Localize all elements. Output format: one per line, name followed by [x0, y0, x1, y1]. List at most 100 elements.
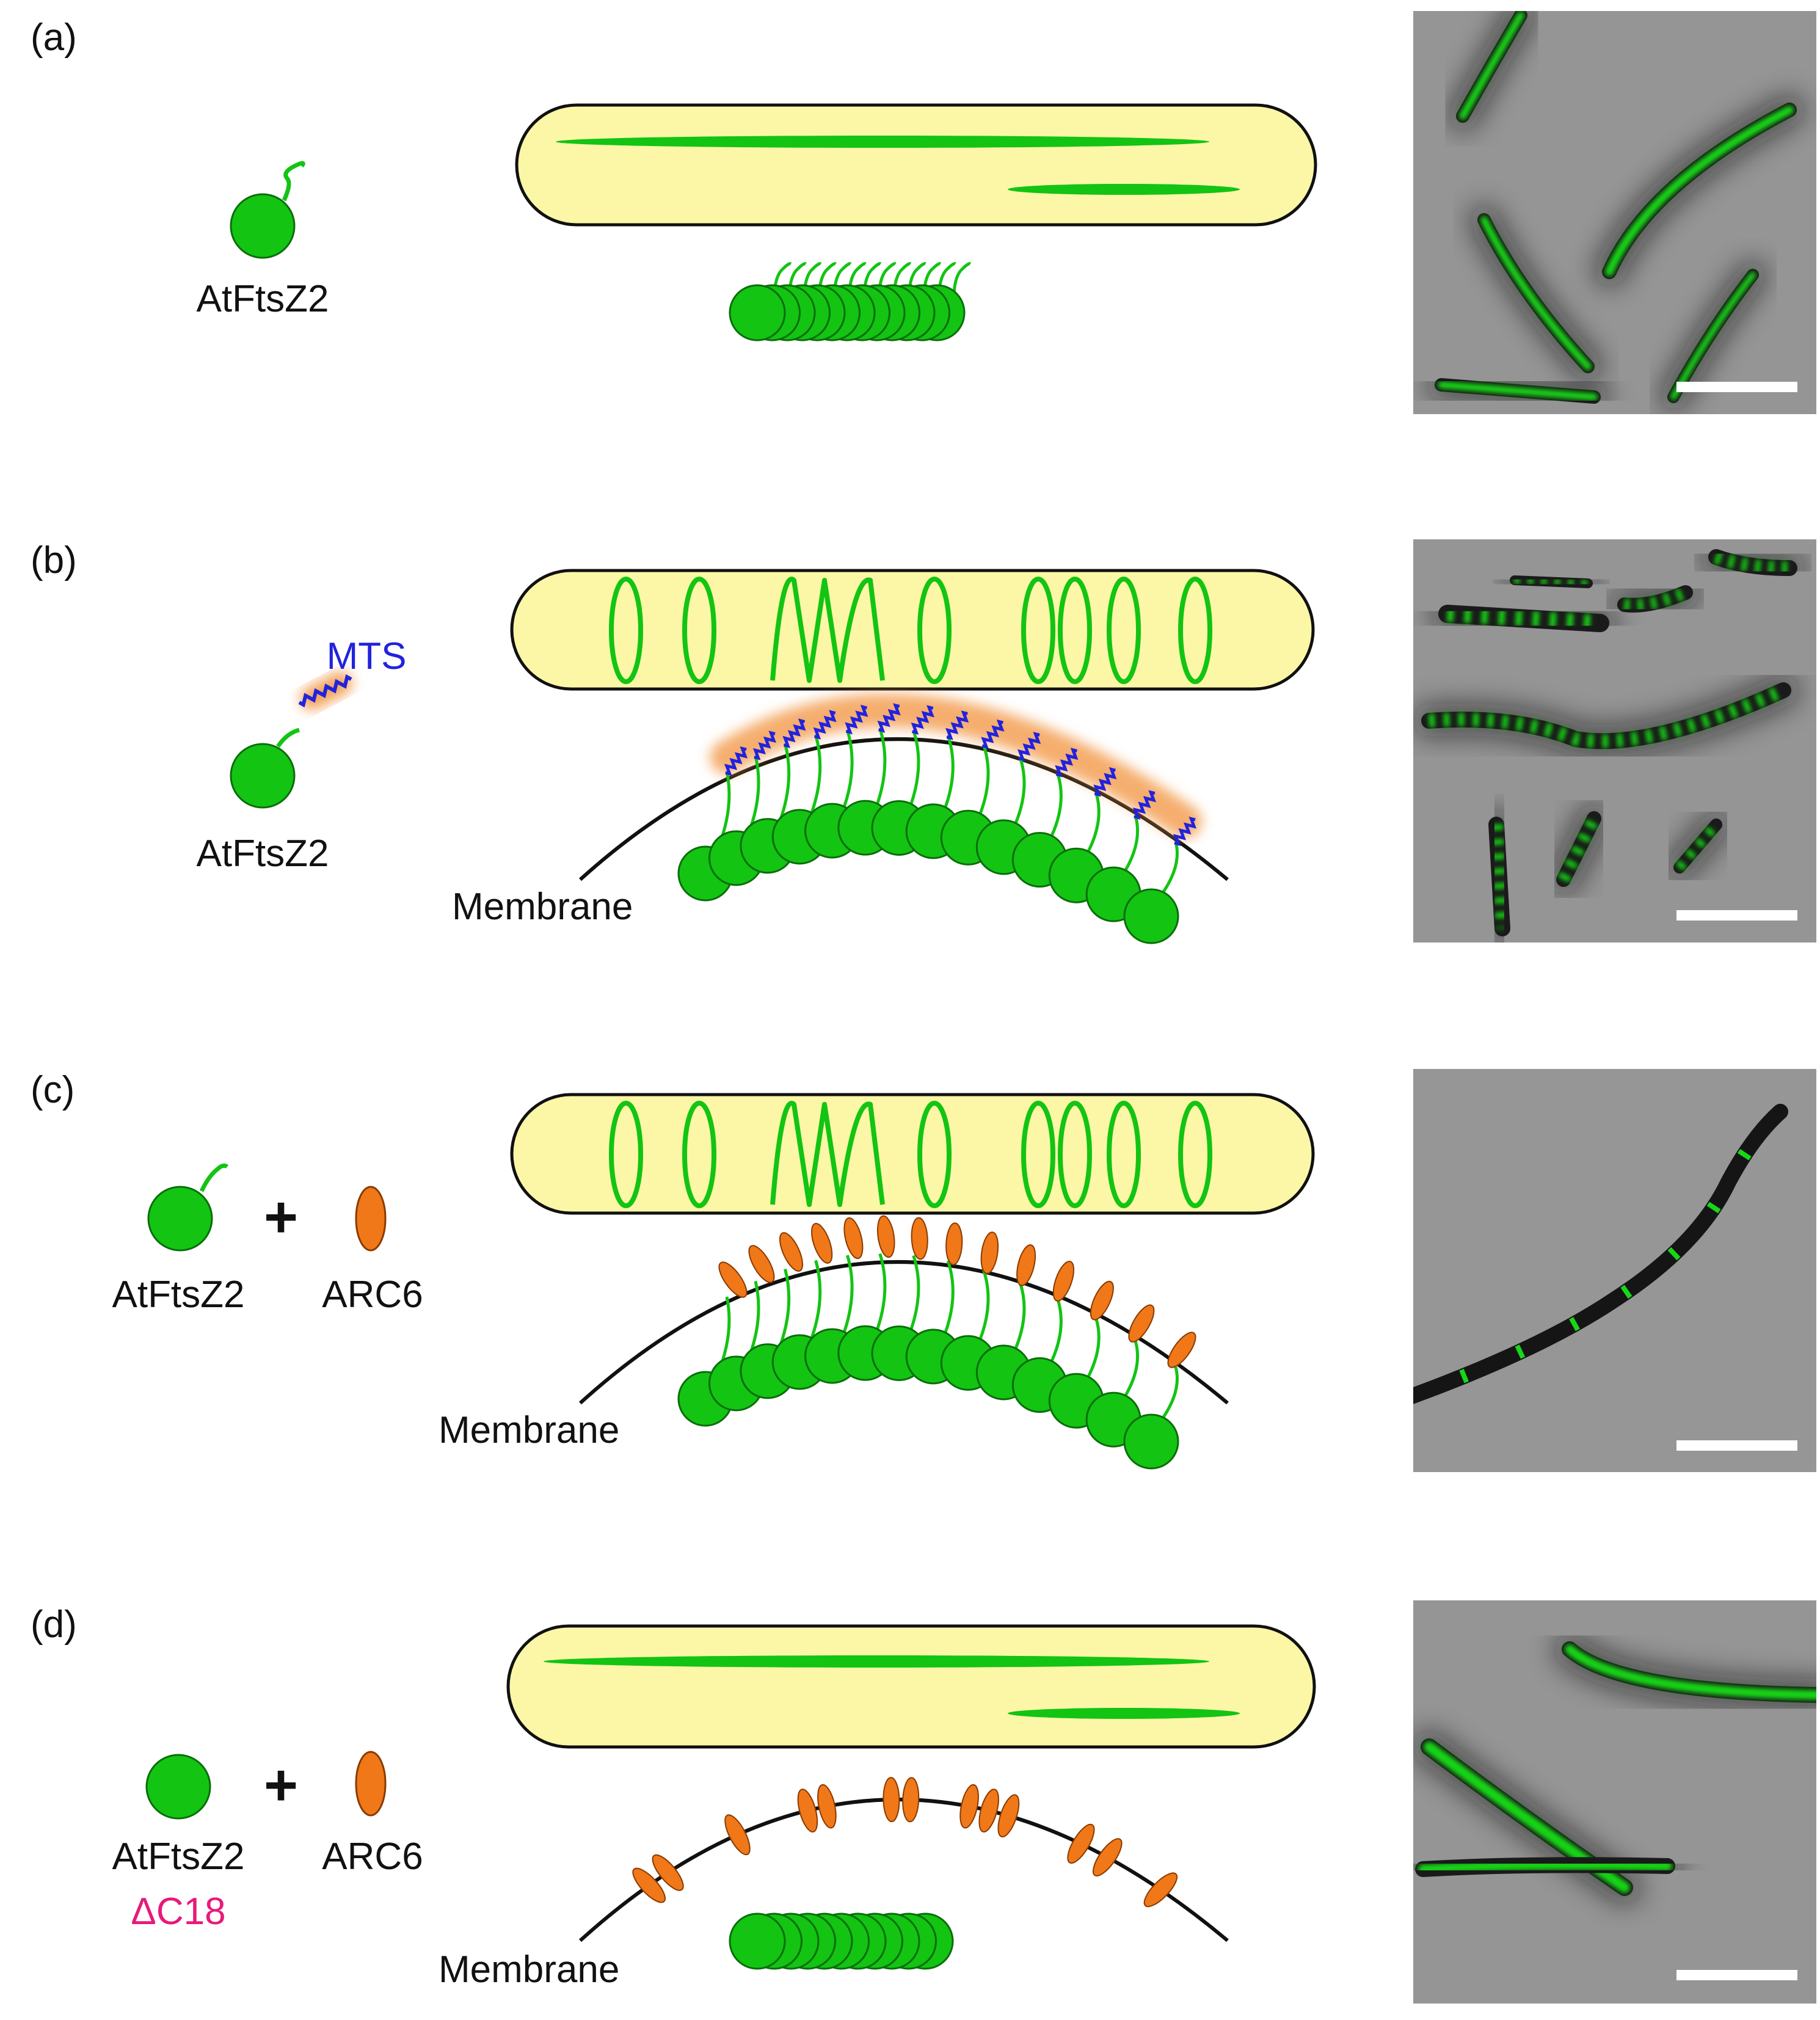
arc6-ellipse-icon	[355, 1751, 387, 1817]
ftsz-tail	[1124, 1340, 1140, 1396]
bacterium-fluor	[1459, 12, 1524, 120]
panel-label: (c)	[31, 1069, 75, 1111]
ftsz-tail	[1087, 792, 1101, 852]
mts-segment	[1173, 816, 1197, 847]
micrograph-a	[1413, 11, 1816, 414]
arc6-protein	[817, 1784, 837, 1829]
plus-sign: +	[264, 1184, 298, 1250]
arc6-protein	[1143, 1872, 1178, 1908]
arc6-protein	[632, 1867, 666, 1903]
ftsz-tail	[922, 262, 942, 294]
arc6-on-membrane	[632, 1777, 1178, 1908]
ftsz-tail	[1162, 841, 1179, 893]
ftsz-polymer-membrane	[677, 693, 1202, 944]
ftsz-monomer	[729, 284, 786, 341]
ftsz-monomer-icon	[230, 161, 305, 259]
ftsz-ring	[609, 577, 643, 684]
cell	[510, 1093, 1315, 1215]
membrane-label: Membrane	[452, 886, 633, 928]
scale-bar	[1676, 1440, 1797, 1451]
ftsz-monomer-icon	[147, 1163, 229, 1252]
arc6-protein	[959, 1784, 979, 1829]
cell	[506, 1624, 1316, 1749]
arc6-protein	[718, 1261, 748, 1298]
arc6-protein	[1167, 1332, 1196, 1368]
ftsz-polymer	[729, 262, 972, 341]
arc6-protein	[748, 1245, 775, 1283]
panel-b: (b) MTS AtFtsZ2 Membrane	[31, 539, 1315, 944]
ftsz-filament	[556, 136, 1209, 148]
deletion-label: ΔC18	[131, 1891, 225, 1933]
panel-c: (c) + AtFtsZ2 ARC6 Membrane	[31, 1069, 1315, 1470]
arc6-protein	[724, 1814, 751, 1856]
ftsz-tail	[803, 262, 822, 294]
ftsz-tail	[1014, 756, 1026, 823]
ftsz-ring	[682, 1101, 716, 1208]
ftsz-tail	[1050, 1297, 1063, 1362]
mts-segment	[945, 710, 969, 740]
arc6-protein	[811, 1223, 833, 1264]
ftsz-ring	[609, 1101, 643, 1208]
bacterium-fluor	[1418, 1860, 1672, 1874]
ftsz-helix	[770, 1101, 885, 1207]
mts-segment	[981, 719, 1005, 749]
mts-segment	[1093, 767, 1117, 797]
cell	[515, 103, 1317, 227]
arc6-protein	[1092, 1838, 1123, 1876]
membrane-label: Membrane	[439, 1409, 619, 1451]
membrane	[578, 737, 1229, 881]
bacterium-fluor	[1605, 106, 1794, 276]
arc6-protein	[1067, 1823, 1095, 1864]
scale-bar	[1676, 382, 1797, 392]
ftsz-ring	[1021, 1101, 1055, 1208]
ftsz-tail	[1087, 1317, 1101, 1377]
ftsz-ring	[1178, 1101, 1212, 1208]
ftsz-filament	[1008, 1708, 1240, 1719]
mts-segment	[724, 746, 748, 776]
bacterium	[1421, 682, 1791, 749]
ftsz-monomer-icon	[145, 1754, 211, 1820]
arc6-protein	[652, 1854, 684, 1891]
mts-segment	[911, 705, 934, 735]
ftsz-tail	[1124, 815, 1140, 871]
ftsz-monomer	[1123, 1413, 1179, 1470]
bacterium	[1413, 1104, 1788, 1404]
panel-a: (a) AtFtsZ2	[31, 16, 1317, 341]
bacterium	[1438, 605, 1609, 632]
ftsz-tail	[876, 1253, 887, 1329]
mts-segment	[1017, 732, 1041, 762]
ftsz-tail	[810, 1260, 822, 1338]
ftsz-ring	[1021, 577, 1055, 684]
bacterium-fluor	[1480, 216, 1592, 370]
arc6-protein	[902, 1777, 920, 1823]
ftsz-ring	[1107, 577, 1141, 684]
arc6-protein	[911, 1217, 928, 1260]
ftsz-ring	[1107, 1101, 1141, 1208]
ftsz-tail	[862, 262, 882, 294]
mts-label: MTS	[327, 635, 407, 677]
ftsz-rings	[609, 1101, 1212, 1208]
ftsz-tail	[832, 262, 852, 294]
ftsz-monomer	[1123, 888, 1179, 944]
plus-sign: +	[264, 1752, 298, 1818]
scale-bar	[1676, 910, 1797, 921]
ftsz-ring	[917, 1101, 952, 1208]
arc6-protein	[876, 1215, 895, 1258]
mts-segment	[782, 718, 806, 748]
arc6-protein	[1016, 1244, 1036, 1286]
ftsz-tail	[1162, 1366, 1179, 1418]
protein-label: AtFtsZ2	[196, 278, 329, 320]
ftsz-polymer-arc6	[677, 1215, 1196, 1470]
ftsz-tail	[778, 743, 791, 822]
micrograph-b	[1413, 539, 1816, 943]
ftsz-monomer-mts-icon	[230, 671, 352, 809]
membrane	[578, 1260, 1229, 1405]
ftsz-monomer	[729, 1912, 786, 1970]
ftsz-tail	[1050, 772, 1063, 836]
mts-segment	[1055, 748, 1079, 778]
partner-label: ARC6	[322, 1274, 423, 1316]
protein-label: AtFtsZ2	[112, 1836, 244, 1878]
arc6-protein	[1052, 1260, 1075, 1302]
ftsz-tail	[944, 735, 955, 808]
